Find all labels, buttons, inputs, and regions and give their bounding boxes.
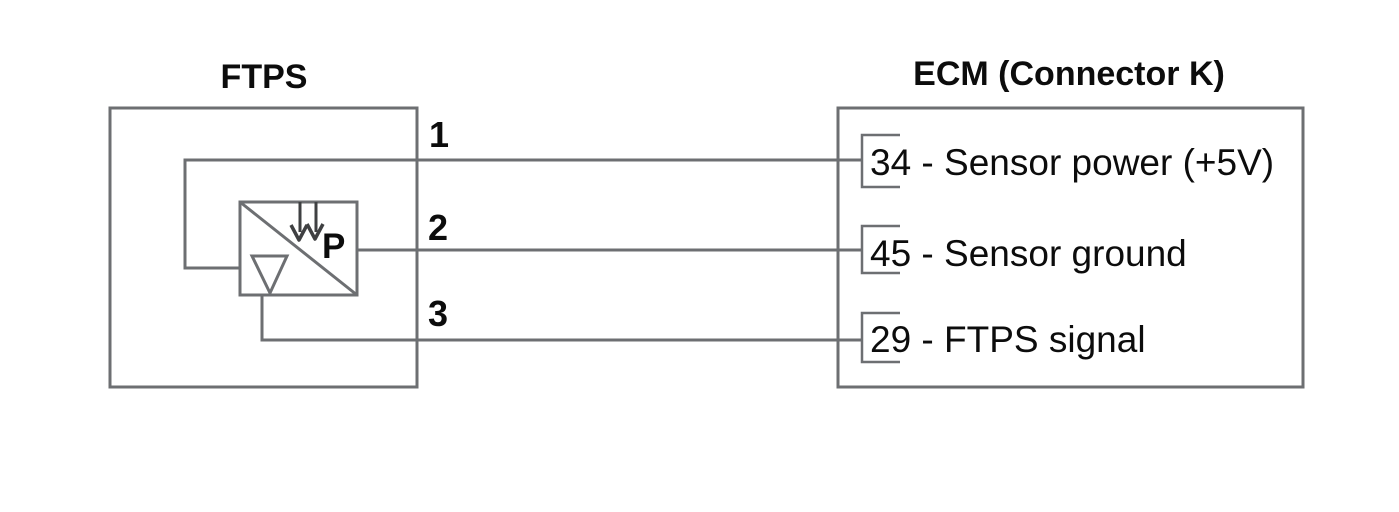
ecm-pin-row: 45 - Sensor ground: [860, 224, 1187, 275]
pin-45-label: 45 - Sensor ground: [870, 233, 1187, 274]
ecm-pin-row: 29 - FTPS signal: [860, 311, 1146, 364]
ftps-title: FTPS: [221, 58, 308, 96]
pressure-sensor-symbol: P: [238, 200, 359, 297]
pin-bracket-45: [860, 224, 900, 275]
sensor-pressure-label: P: [322, 227, 345, 266]
wire-1: [183, 158, 862, 270]
pin-34-label: 34 - Sensor power (+5V): [870, 142, 1274, 183]
sensor-diagonal-line: [239, 200, 358, 297]
sensor-triangle-icon: [249, 254, 290, 297]
wires: 1 2 3: [183, 114, 862, 342]
ftps-component: FTPS P: [108, 58, 419, 389]
pin-bracket-34: [860, 133, 900, 189]
ecm-title: ECM (Connector K): [913, 55, 1225, 93]
pressure-arrows-icon: [289, 202, 325, 242]
ftps-box: [108, 106, 419, 389]
pin-29-label: 29 - FTPS signal: [870, 319, 1146, 360]
ecm-box: [836, 106, 1305, 389]
wire-2-label: 2: [428, 207, 448, 248]
wire-1-label: 1: [429, 114, 449, 155]
ecm-pin-row: 34 - Sensor power (+5V): [860, 133, 1274, 189]
pin-bracket-29: [860, 311, 900, 364]
ecm-component: ECM (Connector K) 34 - Sensor power (+5V…: [836, 55, 1305, 389]
wire-3-label: 3: [428, 293, 448, 334]
wire-3: [260, 295, 862, 342]
